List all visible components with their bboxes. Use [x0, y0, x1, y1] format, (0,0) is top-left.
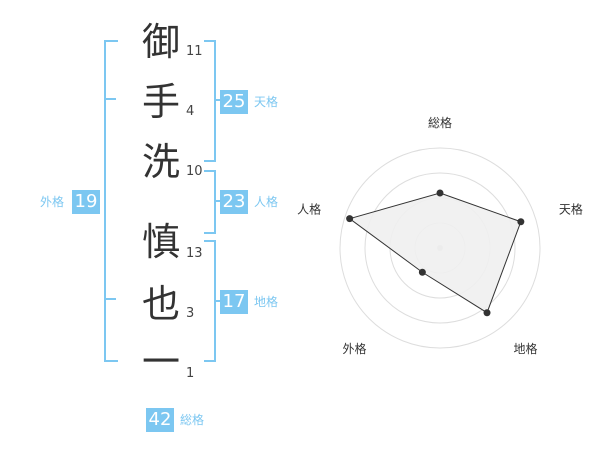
- name-char-2: 手: [141, 80, 180, 124]
- radar-point-2: [517, 218, 525, 226]
- soukaku-label: 総格: [180, 413, 205, 427]
- jinkaku-label: 人格: [254, 195, 279, 209]
- gaikaku-bracket-tick: [106, 298, 116, 300]
- name-char-1: 御: [141, 20, 180, 64]
- name-char-4: 慎: [141, 220, 180, 264]
- stroke-count-2: 4: [186, 104, 195, 119]
- radar-axis-label: 総格: [428, 115, 452, 130]
- radar-point-5: [346, 215, 354, 223]
- chikaku-badge: 17: [220, 290, 248, 314]
- name-char-3: 洗: [141, 140, 180, 184]
- radar-point-3: [483, 309, 491, 317]
- tenkaku-bracket-tick: [214, 99, 224, 101]
- stroke-count-1: 11: [186, 44, 203, 59]
- stroke-count-5: 3: [186, 306, 195, 321]
- radar-axis-label: 地格: [513, 341, 537, 356]
- radar-axis-label: 天格: [559, 201, 583, 216]
- soukaku-badge: 42: [146, 408, 174, 432]
- jinkaku-bracket-tick: [214, 200, 224, 202]
- tenkaku-bracket: [204, 40, 216, 162]
- jinkaku-bracket: [204, 170, 216, 234]
- tenkaku-badge: 25: [220, 90, 248, 114]
- tenkaku-label: 天格: [254, 95, 279, 109]
- name-char-5: 也: [141, 282, 180, 326]
- radar-axis-label: 人格: [297, 201, 321, 216]
- radar-series-polygon: [348, 192, 522, 314]
- chikaku-bracket-tick: [214, 300, 224, 302]
- radar-ring: [339, 147, 541, 349]
- radar-axis-label: 外格: [343, 341, 367, 356]
- name-char-6: 一: [141, 340, 180, 384]
- gaikaku-badge: 19: [72, 190, 100, 214]
- stroke-count-3: 10: [186, 164, 203, 179]
- gaikaku-label: 外格: [40, 195, 65, 209]
- chikaku-label: 地格: [254, 295, 279, 309]
- stroke-count-4: 13: [186, 246, 203, 261]
- jinkaku-badge: 23: [220, 190, 248, 214]
- radar-point-1: [436, 189, 444, 197]
- gaikaku-bracket-tick: [106, 98, 116, 100]
- radar-point-4: [418, 268, 426, 276]
- stroke-count-6: 1: [186, 366, 195, 381]
- radar-ring: [364, 172, 516, 324]
- gaikaku-bracket: [104, 40, 118, 362]
